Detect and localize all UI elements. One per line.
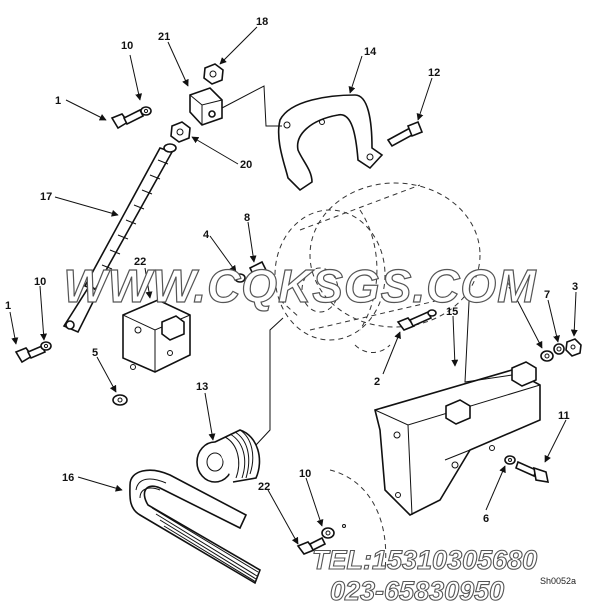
alternator-pulley bbox=[196, 429, 261, 483]
mounting-bracket-15 bbox=[374, 361, 541, 516]
callout-19: 18 bbox=[256, 16, 268, 28]
bolt-12 bbox=[386, 120, 424, 148]
alternator-outline bbox=[274, 182, 481, 353]
bolt-2 bbox=[396, 309, 437, 331]
callout-7: 7 bbox=[544, 289, 550, 301]
v-ribbed-belt bbox=[129, 469, 261, 585]
engine-pulley-outline bbox=[329, 469, 387, 571]
bolt-1-bottom bbox=[14, 341, 52, 364]
callout-13: 13 bbox=[196, 381, 208, 393]
callout-11: 11 bbox=[558, 410, 570, 422]
callout-6: 6 bbox=[483, 513, 489, 525]
adjusting-rod bbox=[62, 143, 177, 334]
callout-labels: 1 10 21 18 14 12 20 17 22 4 8 10 1 5 2 1… bbox=[5, 16, 578, 525]
bolt-22 bbox=[296, 536, 327, 555]
bolt-1-top bbox=[110, 106, 152, 130]
washer-5 bbox=[112, 394, 128, 406]
washer-7 bbox=[553, 343, 565, 355]
drawing-reference: Sh0052a bbox=[540, 576, 576, 586]
nut-18 bbox=[170, 121, 191, 143]
washer-6 bbox=[504, 455, 516, 465]
washer-10-bottom bbox=[321, 524, 346, 539]
nut-19 bbox=[203, 63, 224, 85]
bolt-8 bbox=[248, 260, 268, 278]
phone-line-2: 023-65830950 bbox=[330, 576, 504, 606]
callout-8: 8 bbox=[244, 212, 250, 224]
callout-10-bottom: 10 bbox=[299, 468, 311, 480]
callout-16: 16 bbox=[62, 472, 74, 484]
callout-2: 2 bbox=[374, 376, 380, 388]
callout-1-bottom: 1 bbox=[5, 300, 11, 312]
callout-leaders bbox=[9, 26, 578, 545]
callout-22: 22 bbox=[258, 481, 270, 493]
washer-9 bbox=[540, 350, 554, 362]
callout-18: 20 bbox=[240, 159, 252, 171]
callout-10-top: 10 bbox=[121, 40, 133, 52]
callout-10-left: 10 bbox=[34, 276, 46, 288]
callout-20: 21 bbox=[158, 31, 170, 43]
callout-12: 12 bbox=[428, 67, 440, 79]
bracket-21 bbox=[122, 299, 191, 373]
phone-line-1: TEL:15310305680 bbox=[312, 545, 537, 575]
bolt-11 bbox=[515, 460, 550, 483]
pivot-block bbox=[189, 87, 223, 126]
adjusting-bracket bbox=[277, 94, 384, 192]
callout-4: 4 bbox=[203, 229, 210, 241]
callout-21: 22 bbox=[134, 256, 146, 268]
callout-15: 15 bbox=[446, 306, 458, 318]
callout-1-top: 1 bbox=[55, 95, 61, 107]
callout-9: 9 bbox=[508, 280, 514, 292]
callout-14: 14 bbox=[364, 46, 377, 58]
callout-3: 3 bbox=[572, 281, 578, 293]
washer-4 bbox=[234, 273, 246, 283]
nut-3 bbox=[565, 338, 582, 357]
watermark-text: WWW.CQKSGS.COM bbox=[63, 260, 537, 312]
callout-5: 5 bbox=[92, 347, 98, 359]
callout-17: 17 bbox=[40, 191, 52, 203]
